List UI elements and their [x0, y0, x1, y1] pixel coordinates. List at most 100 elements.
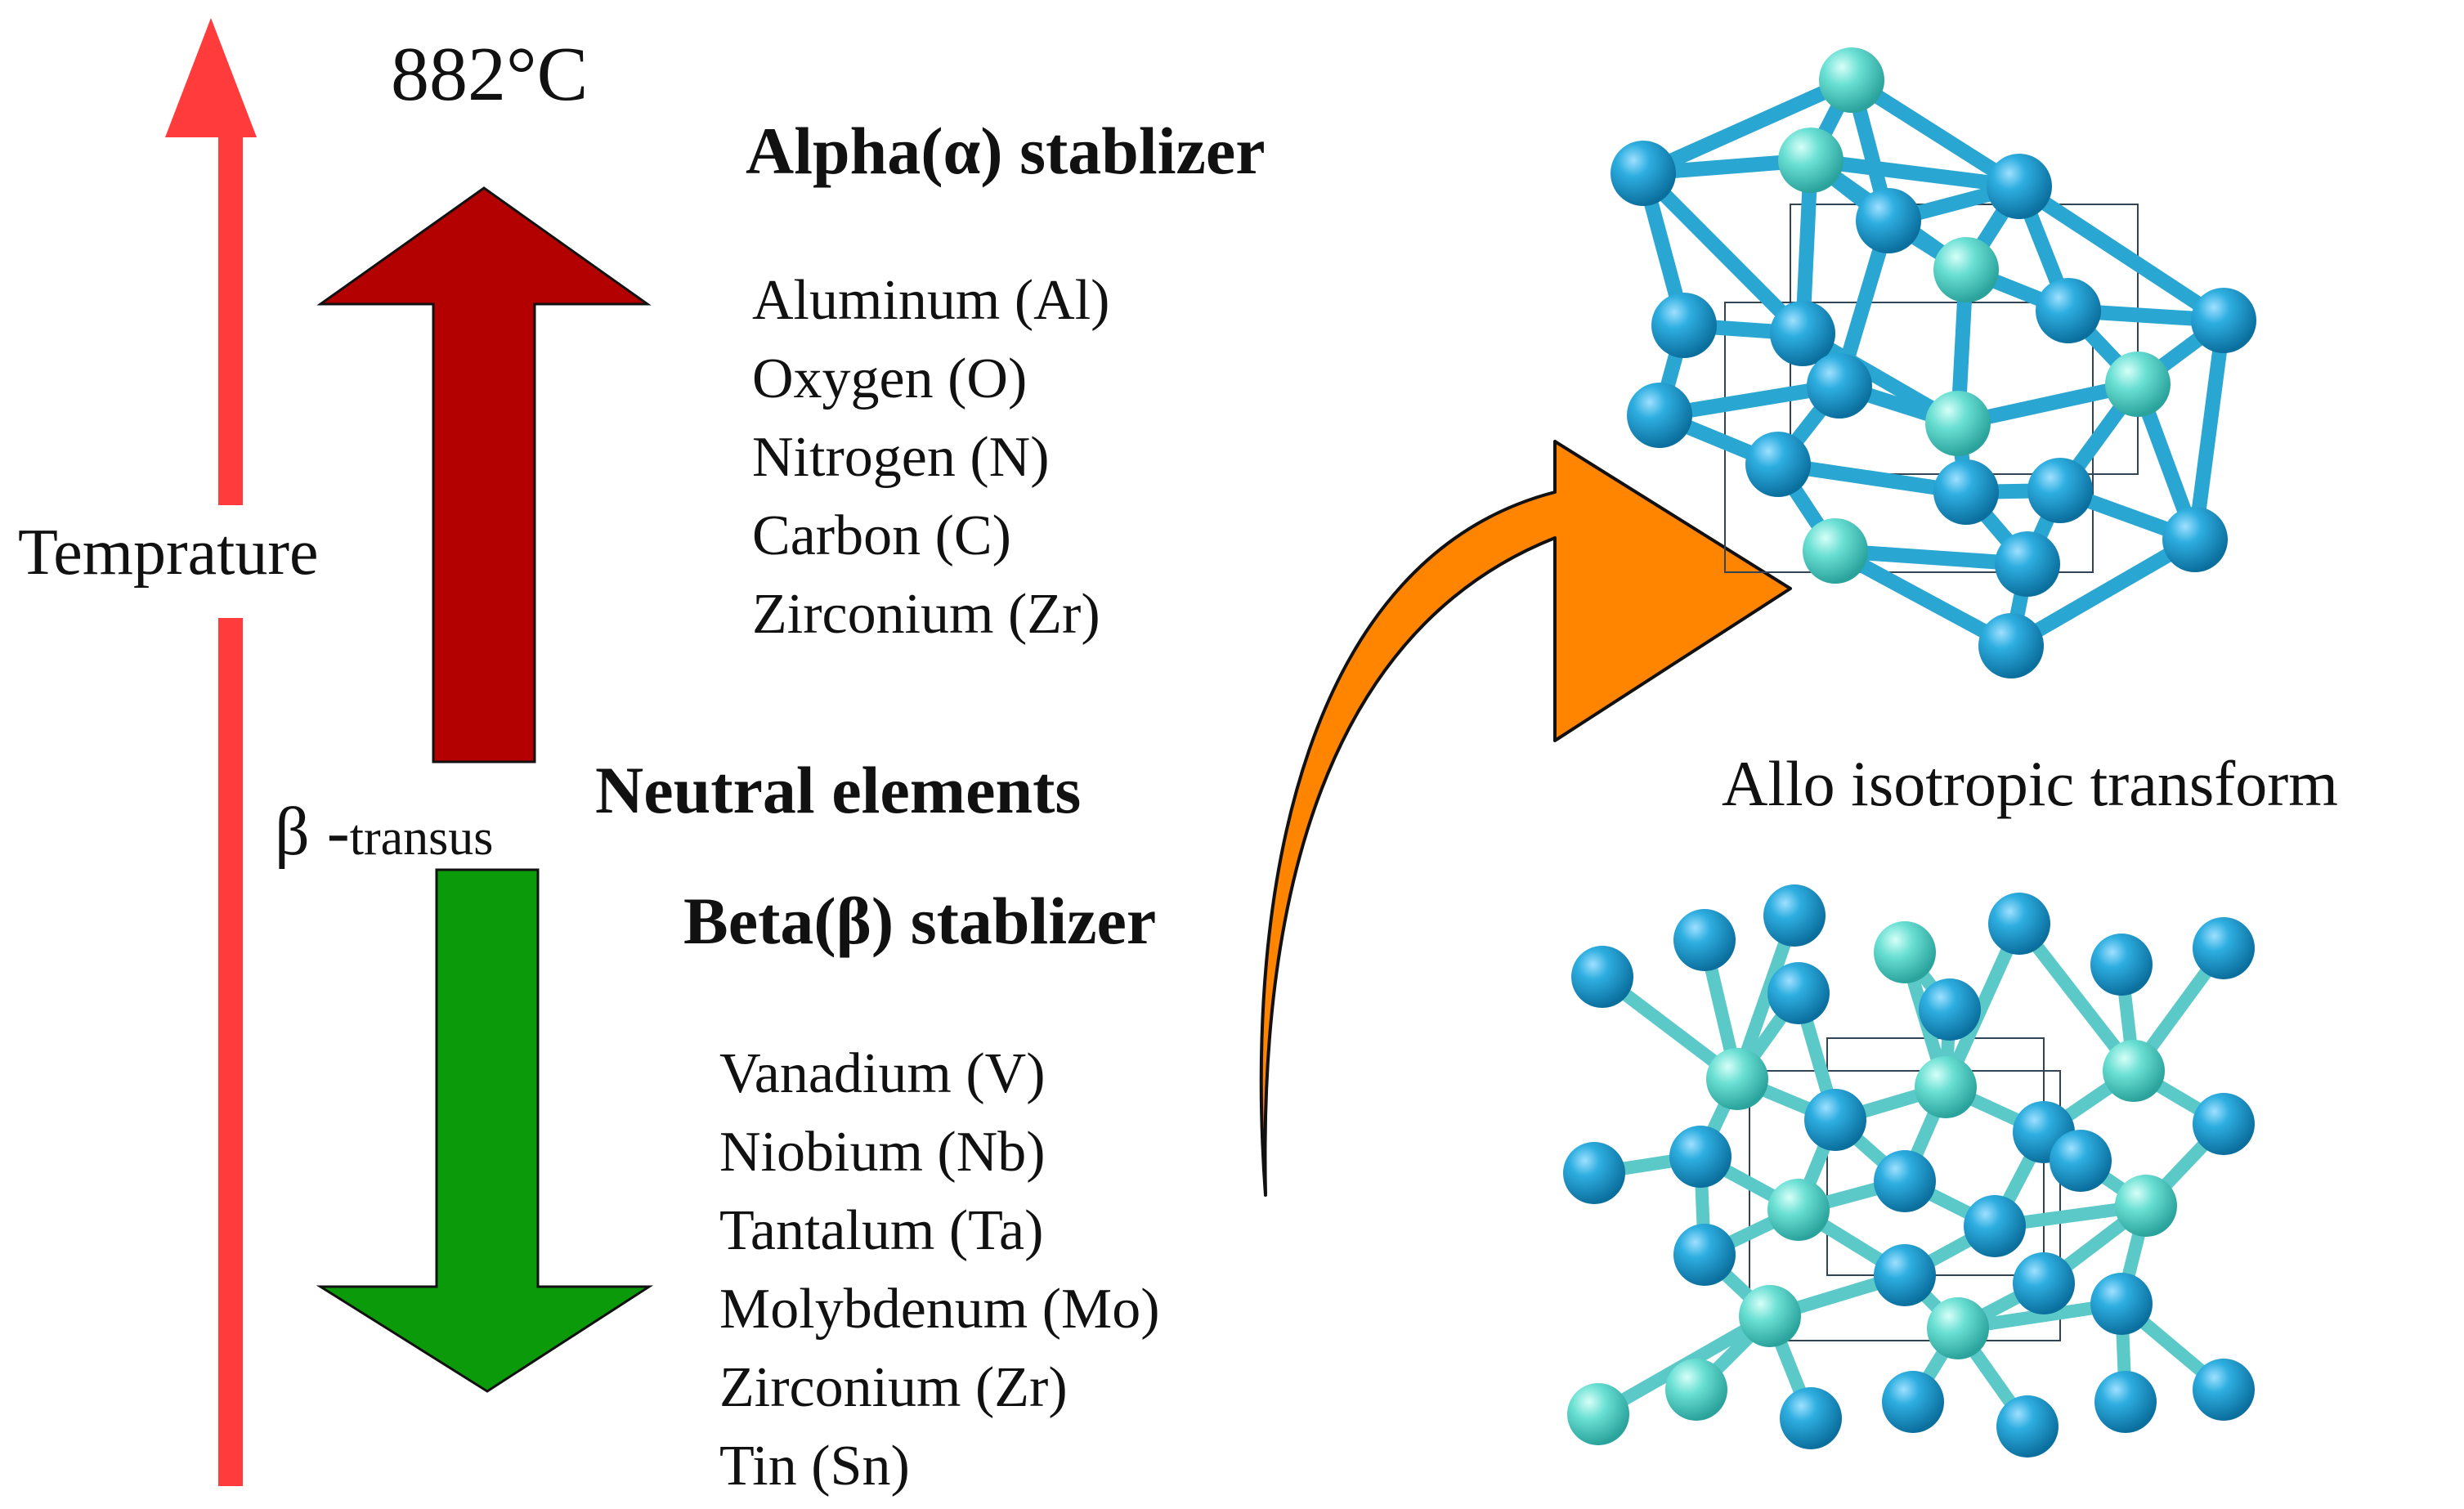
list-item: Tantalum (Ta): [719, 1199, 1044, 1262]
down-arrow-icon: [316, 868, 654, 1393]
lattice-atom: [1669, 1126, 1732, 1188]
bcc-crystal-structure: [1563, 884, 2255, 1458]
lattice-atom: [1571, 946, 1633, 1008]
lattice-atom: [2013, 1252, 2075, 1314]
lattice-atom: [1819, 47, 1884, 113]
lattice-atom: [1996, 1395, 2059, 1458]
lattice-atom: [2162, 507, 2228, 572]
lattice-atom: [2027, 458, 2093, 523]
lattice-atom: [1874, 1244, 1936, 1306]
lattice-bond: [1636, 73, 1859, 181]
lattice-atom: [1651, 293, 1717, 358]
temperature-arrow-shaft-bottom: [218, 618, 243, 1486]
list-item: Nitrogen (N): [752, 426, 1050, 489]
crystal-lattice-icon: [1611, 47, 2256, 678]
lattice-bond: [2013, 917, 2140, 1077]
lattice-atom: [1925, 391, 1991, 456]
lattice-atom: [1767, 962, 1830, 1024]
lattice-atom: [1915, 1056, 1977, 1118]
lattice-atom: [1627, 383, 1692, 448]
list-item: Tin (Sn): [719, 1435, 910, 1498]
lattice-atom: [1778, 128, 1844, 193]
lattice-atom: [1567, 1383, 1629, 1445]
lattice-atom: [1739, 1285, 1801, 1347]
lattice-atom: [1882, 1371, 1944, 1433]
lattice-bond: [1844, 73, 2027, 194]
beta-element-list: Vanadium (V) Niobium (Nb) Tantalum (Ta) …: [719, 1035, 1160, 1506]
lattice-atom: [2115, 1175, 2177, 1237]
lattice-bond: [2004, 532, 2202, 653]
lattice-atom: [1919, 978, 1981, 1041]
lattice-atom: [2193, 917, 2255, 979]
hcp-crystal-structure: [1611, 47, 2256, 678]
lattice-atom: [1927, 1297, 1989, 1359]
lattice-atom: [1745, 432, 1811, 497]
lattice-bond: [1828, 544, 2018, 653]
crystal-lattice-icon: [1563, 884, 2255, 1458]
list-item: Carbon (C): [752, 504, 1011, 567]
lattice-atom: [1611, 141, 1676, 206]
lattice-atom: [1665, 1359, 1727, 1421]
lattice-atom: [2105, 352, 2171, 417]
lattice-bond: [1803, 153, 2027, 194]
lattice-atom: [1987, 154, 2052, 219]
list-item: Niobium (Nb): [719, 1121, 1046, 1184]
beta-transus-label: β -transus: [275, 798, 493, 866]
lattice-atom: [1673, 909, 1736, 971]
transition-temperature: 882°C: [391, 32, 589, 117]
lattice-atom: [1988, 893, 2050, 955]
allotropic-transform-label: Allo isotropic transform: [1722, 748, 2338, 819]
lattice-atom: [1803, 518, 1868, 584]
lattice-atom: [2191, 288, 2256, 353]
alpha-element-list: Aluminum (Al) Oxygen (O) Nitrogen (N) Ca…: [752, 262, 1109, 654]
neutral-elements-heading: Neutral elements: [595, 753, 1082, 827]
lattice-bond: [2012, 179, 2231, 328]
lattice-atom: [1563, 1142, 1625, 1204]
lattice-atom: [2193, 1359, 2255, 1421]
list-item: Molybdenum (Mo): [719, 1278, 1160, 1341]
lattice-atom: [2090, 1273, 2153, 1335]
beta-arrow: [316, 868, 654, 1393]
list-item: Oxygen (O): [752, 347, 1028, 410]
beta-stabilizer-heading: Beta(β) stablizer: [683, 884, 1157, 958]
up-arrow-icon: [316, 186, 652, 763]
lattice-atom: [1673, 1224, 1736, 1286]
up-arrow-icon: [165, 18, 257, 137]
lattice-atom: [1804, 1089, 1866, 1151]
lattice-atom: [1763, 884, 1826, 947]
temperature-arrow: [165, 18, 257, 1486]
list-item: Zirconium (Zr): [719, 1356, 1068, 1419]
lattice-atom: [1964, 1195, 2026, 1257]
list-item: Aluminum (Al): [752, 269, 1110, 332]
curved-arrow-icon: [1259, 440, 1792, 1197]
lattice-atom: [1874, 921, 1936, 983]
temperature-axis-label: Temprature: [18, 517, 319, 589]
lattice-atom: [1780, 1387, 1842, 1449]
transform-arrow: [1259, 440, 1792, 1197]
list-item: Vanadium (V): [719, 1042, 1046, 1105]
lattice-atom: [1856, 188, 1921, 253]
list-item: Zirconium (Zr): [752, 583, 1100, 646]
lattice-atom: [2103, 1040, 2165, 1102]
lattice-atom: [1978, 613, 2044, 678]
lattice-atom: [2090, 934, 2153, 996]
lattice-atom: [1995, 531, 2060, 597]
lattice-atom: [1770, 301, 1835, 366]
lattice-atom: [1933, 459, 1999, 525]
lattice-bond: [1636, 166, 1810, 341]
alpha-arrow: [316, 186, 652, 763]
lattice-bond: [2188, 313, 2231, 547]
lattice-atom: [1807, 353, 1872, 419]
lattice-atom: [2050, 1130, 2112, 1192]
alpha-stabilizer-heading: Alpha(α) stablizer: [746, 114, 1266, 188]
lattice-atom: [2193, 1093, 2255, 1155]
temperature-arrow-shaft-top: [218, 131, 243, 505]
lattice-atom: [1767, 1179, 1830, 1241]
lattice-atom: [1874, 1150, 1936, 1212]
transus-suffix: transus: [349, 810, 494, 866]
lattice-atom: [2036, 278, 2101, 343]
lattice-atom: [1933, 237, 1999, 302]
beta-symbol: β -: [275, 794, 350, 870]
